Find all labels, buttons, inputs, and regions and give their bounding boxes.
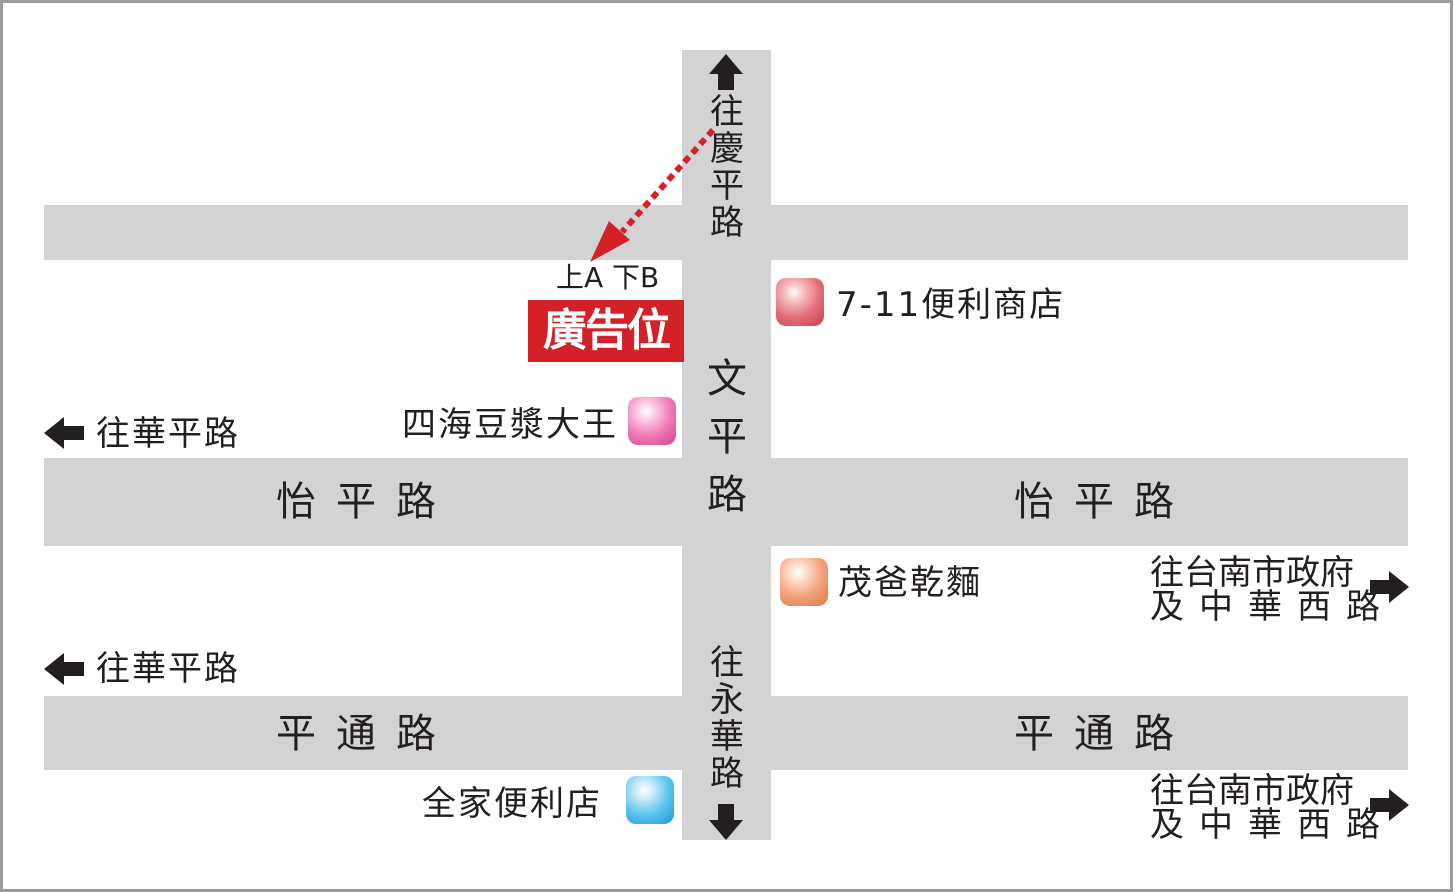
direction-label-huaping-top: 往華平路 [96, 414, 240, 454]
arrow-right-icon [1370, 789, 1409, 821]
direction-line-2: 及中華西路 [1150, 587, 1395, 627]
vchar: 往 [710, 92, 744, 132]
noodle-marker-icon [780, 558, 828, 606]
poi-family-mart: 全家便利店 [422, 784, 602, 824]
vchar: 平 [710, 166, 744, 206]
arrow-right-icon [1370, 571, 1409, 603]
direction-label-tainan-bottom: 往台南市政府 及中華西路 [1150, 774, 1395, 842]
dotted-pointer-arrow-icon [590, 128, 716, 262]
vchar: 路 [710, 754, 744, 794]
vchar: 華 [710, 717, 744, 757]
family-mart-marker-icon [626, 776, 674, 824]
road-name-pingtong-right: 平通路 [1014, 711, 1194, 757]
vchar: 平 [707, 414, 747, 460]
direction-line-1: 往台南市政府 [1150, 771, 1354, 811]
poi-soy-milk: 四海豆漿大王 [402, 405, 618, 445]
arrow-up-icon [709, 54, 743, 90]
direction-label-huaping-bottom: 往華平路 [96, 649, 240, 689]
poi-seven-eleven: 7-11便利商店 [836, 285, 1066, 325]
road-name-pingtong-left: 平通路 [276, 711, 456, 757]
road-name-wenping: 文 平 路 [700, 350, 754, 524]
road-wenping [682, 50, 771, 840]
road-name-yiping-left: 怡平路 [276, 479, 456, 525]
seven-eleven-marker-icon [776, 278, 824, 326]
ad-stops-label: 上A 下B [556, 261, 660, 294]
vchar: 永 [710, 680, 744, 720]
vchar: 路 [710, 203, 744, 243]
poi-noodle: 茂爸乾麵 [838, 563, 982, 603]
direction-line-1: 往台南市政府 [1150, 553, 1354, 593]
direction-label-qingping: 往 慶 平 路 [703, 94, 751, 242]
arrow-left-icon [44, 653, 84, 685]
soy-milk-marker-icon [628, 397, 676, 445]
vchar: 文 [707, 356, 747, 402]
direction-label-yonghua: 往 永 華 路 [703, 645, 751, 793]
arrow-left-icon [44, 417, 84, 449]
road-name-yiping-right: 怡平路 [1014, 479, 1194, 525]
direction-label-tainan-top: 往台南市政府 及中華西路 [1150, 556, 1395, 624]
vchar: 慶 [710, 129, 744, 169]
vchar: 往 [710, 643, 744, 683]
vchar: 路 [707, 472, 747, 518]
direction-line-2: 及中華西路 [1150, 805, 1395, 845]
arrow-down-icon [709, 804, 743, 840]
ad-location-label: 廣告位置 [528, 300, 684, 418]
